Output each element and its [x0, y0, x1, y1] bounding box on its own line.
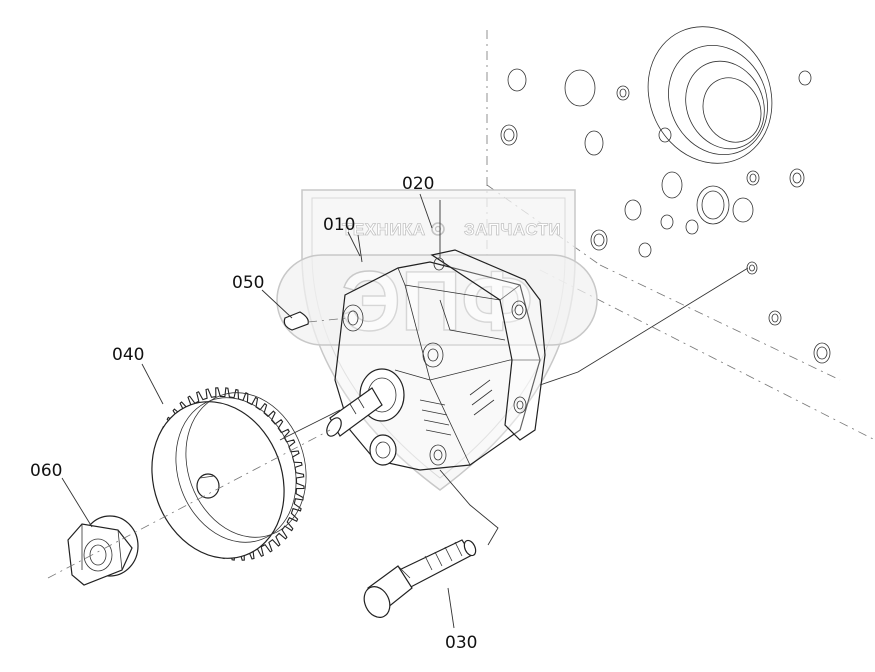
callout-030: 030: [445, 633, 477, 653]
flange-nut: [67, 515, 139, 586]
callout-050: 050: [232, 273, 264, 293]
oil-pump-body: [326, 249, 546, 471]
callout-040: 040: [112, 345, 144, 365]
watermark-right-word: ЗАПЧАСТИ: [464, 220, 561, 239]
engine-housing-plate: [486, 26, 875, 441]
callout-020: 020: [402, 174, 434, 194]
watermark-left-word: ТЕХНИКА: [342, 220, 426, 239]
callout-060: 060: [30, 461, 62, 481]
gear-icon: [431, 222, 445, 236]
mounting-bolt: [363, 539, 477, 618]
bolt-line: [439, 469, 499, 546]
drive-gear: [151, 387, 307, 561]
fit-line: [539, 267, 749, 386]
callout-010: 010: [323, 215, 355, 235]
